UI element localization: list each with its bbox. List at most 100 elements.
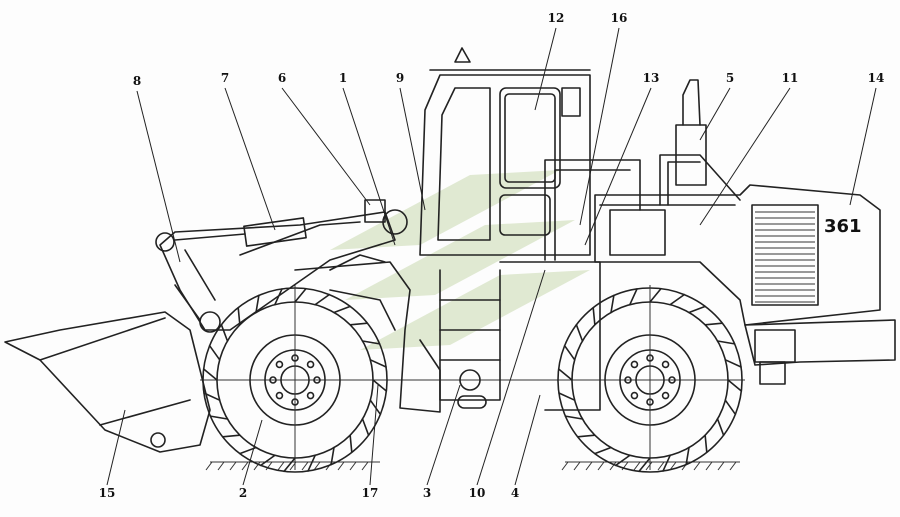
tread-lug [685,446,690,466]
tread-lug [361,418,370,437]
tread-lug [333,305,352,314]
wheel-bolt [624,376,632,384]
tread-lug [294,287,307,303]
bucket [4,311,221,453]
callout-label-9: 9 [396,71,404,85]
leader-line-17 [369,384,379,486]
wheel-bolt [646,398,654,406]
tread-lug [614,454,631,467]
wheel-bolt [275,360,284,369]
lift-arm [155,211,396,331]
ground-hatch [337,461,345,471]
tread-lug [592,306,596,326]
exhaust-stack [675,79,707,186]
tread-lug [209,415,229,420]
tread-lug [349,322,369,326]
tread-lug [704,322,724,326]
ground-hatch [729,461,737,471]
tread-lug [610,294,615,314]
callout-label-13: 13 [643,71,660,85]
ground-hatch [561,461,569,471]
tread-lug [716,340,736,345]
tread-lug [220,323,229,342]
leader-line-8 [136,90,181,263]
wheel-bolt [661,391,670,400]
tread-lug [724,399,737,416]
ground-hatch [657,461,665,471]
ground-hatch [633,461,641,471]
tread-lug [629,288,638,306]
leader-line-15 [106,409,126,486]
tread-lug [724,359,742,368]
handrails [544,154,741,261]
callout-label-10: 10 [469,486,486,500]
leader-line-13 [584,87,652,246]
ground-hatch [609,461,617,471]
ground-hatch [205,461,213,471]
callout-label-7: 7 [221,71,229,85]
leader-line-2 [242,419,263,486]
callout-label-4: 4 [511,486,519,500]
tread-lug [361,340,381,345]
ground-hatch [717,461,725,471]
tread-lug [669,293,686,306]
wheel-bolt [630,360,639,369]
leader-line-3 [426,384,461,486]
leader-line-12 [534,27,557,111]
leader-line-11 [699,87,791,226]
tread-lug [558,392,576,401]
callout-label-1: 1 [339,71,347,85]
leader-line-4 [514,394,541,486]
rear-wheel [557,285,743,473]
ground-hatch [253,461,261,471]
ground-hatch [277,461,285,471]
tread-lug [576,434,596,438]
counterweight [744,319,896,385]
callout-label-3: 3 [423,486,431,500]
tread-lug [330,446,335,466]
tread-lug [638,457,651,473]
tread-lug [208,344,221,361]
tread-lug [372,379,388,392]
hydraulic-cylinder [174,217,361,256]
ground-hatch [361,461,369,471]
tread-lug [563,344,576,361]
leader-line-14 [849,87,877,206]
ground-hatch [265,461,273,471]
ground-hatch [597,461,605,471]
front-wheel [202,285,388,473]
tread-lug [557,368,573,381]
tread-lug [575,323,584,342]
tread-lug [593,446,612,455]
wheel-bolt [291,398,299,406]
leader-line-1 [342,87,396,246]
ground-line [205,461,740,471]
wheel-bolt [668,376,676,384]
tread-lug [255,294,260,314]
leader-line-6 [281,87,371,206]
callout-label-17: 17 [362,486,379,500]
tread-lug [369,399,382,416]
tread-lug [716,418,725,437]
callout-label-2: 2 [239,486,247,500]
tread-lug [221,434,241,438]
model-number: 361 [824,216,862,237]
wheel-bolt [313,376,321,384]
tread-lug [727,379,743,392]
tread-lug [259,454,276,467]
ground-hatch [229,461,237,471]
engine-hood [594,184,881,326]
callout-label-11: 11 [782,71,799,85]
callout-label-15: 15 [99,486,116,500]
leader-line-7 [224,87,276,231]
tread-lug [283,457,296,473]
leader-line-10 [476,269,546,486]
ground-hatch [313,461,321,471]
watermark-logo [330,170,590,350]
ground-hatch [217,461,225,471]
tread-lug [237,306,241,326]
wheel-bolt [306,391,315,400]
tread-lug [662,454,671,472]
